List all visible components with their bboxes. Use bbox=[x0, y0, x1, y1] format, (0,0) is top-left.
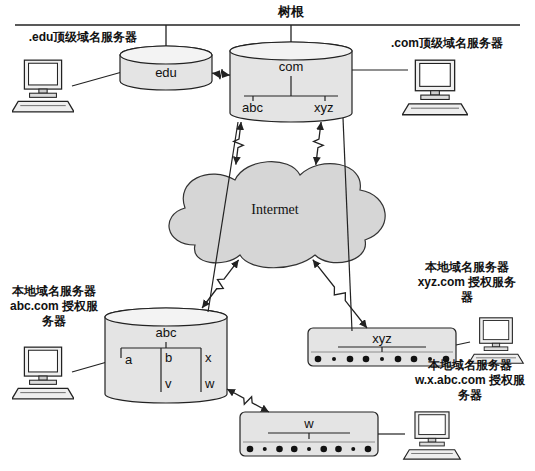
indicator-dot bbox=[347, 356, 354, 363]
host-link bbox=[456, 342, 470, 345]
node-label: edu bbox=[120, 65, 212, 81]
node-label: com bbox=[230, 59, 352, 75]
cylinder-body bbox=[105, 308, 227, 403]
tree-branch bbox=[165, 342, 166, 348]
host-link bbox=[378, 433, 405, 434]
zigzag-arrow bbox=[212, 69, 230, 79]
indicator-dot bbox=[335, 446, 342, 453]
tree-branch bbox=[120, 348, 121, 358]
host-link bbox=[72, 362, 107, 372]
node-label: b bbox=[165, 350, 172, 366]
node-label: v bbox=[165, 376, 172, 392]
server-edge bbox=[243, 442, 375, 443]
cylinder-top bbox=[120, 46, 212, 64]
indicator-dot bbox=[291, 446, 298, 453]
node-label: w bbox=[205, 376, 214, 392]
indicator-dot bbox=[247, 446, 254, 453]
zigzag-arrow bbox=[314, 122, 324, 165]
cylinder-body bbox=[120, 46, 212, 90]
server-body bbox=[240, 412, 378, 456]
node-label: abc bbox=[105, 325, 227, 341]
indicator-dot bbox=[411, 356, 418, 363]
computer-icon bbox=[469, 318, 524, 363]
zigzag-arrow bbox=[313, 260, 367, 328]
server-cylinder: edu bbox=[120, 46, 212, 90]
indicator-dot bbox=[380, 357, 384, 361]
node-label: xyz bbox=[308, 331, 456, 347]
indicator-dot bbox=[307, 447, 311, 451]
node-label: w bbox=[240, 416, 378, 432]
server-cylinder: abc a bv xw bbox=[105, 308, 227, 403]
host-link bbox=[352, 69, 408, 70]
node-label: a bbox=[125, 352, 132, 368]
cylinder-top bbox=[105, 308, 227, 326]
computer-icon bbox=[12, 60, 74, 112]
tree-branch bbox=[160, 348, 161, 392]
node-label: xyz bbox=[314, 100, 334, 116]
indicator-dot bbox=[315, 356, 322, 363]
zigzag-arrow bbox=[227, 389, 269, 412]
link-line bbox=[208, 122, 238, 312]
tree-branch bbox=[200, 348, 201, 392]
indicator-dot bbox=[363, 356, 370, 363]
computer-icon bbox=[404, 412, 461, 459]
computer-icon bbox=[402, 60, 467, 115]
indicator-dot bbox=[276, 446, 283, 453]
zigzag-arrow bbox=[234, 122, 244, 165]
computer-icon bbox=[12, 347, 74, 399]
tree-branch bbox=[308, 433, 309, 439]
server-cylinder: com abc xyz bbox=[230, 42, 352, 122]
indicator-dot bbox=[332, 357, 336, 361]
node-label: x bbox=[205, 350, 212, 366]
tree-branch bbox=[244, 95, 338, 96]
cylinder-top bbox=[230, 42, 352, 60]
zigzag-arrow bbox=[202, 260, 239, 308]
indicator-dot bbox=[351, 447, 355, 451]
server-caption: 本地域名服务器 w.x.abc.com 授权服务器 bbox=[410, 358, 530, 403]
host-link bbox=[72, 72, 122, 86]
server-caption: .com顶级域名服务器 bbox=[372, 36, 522, 51]
cylinder-body bbox=[230, 42, 352, 122]
indicator-dot bbox=[320, 446, 327, 453]
node-label: Intermet bbox=[155, 202, 395, 219]
link-line bbox=[343, 118, 352, 331]
root-line bbox=[15, 24, 520, 25]
tree-branch bbox=[381, 347, 382, 352]
server-box: w bbox=[240, 412, 378, 456]
tree-branch bbox=[290, 25, 291, 44]
indicator-dot bbox=[263, 447, 267, 451]
root-label: 树根 bbox=[266, 4, 316, 19]
indicator-dot bbox=[395, 356, 402, 363]
tree-branch bbox=[165, 25, 166, 48]
tree-branch bbox=[290, 76, 291, 96]
node-label: abc bbox=[242, 100, 263, 116]
server-caption: 本地域名服务器 xyz.com 授权服务器 bbox=[412, 260, 522, 305]
internet-cloud: Intermet bbox=[155, 150, 395, 274]
server-caption: .edu顶级域名服务器 bbox=[18, 30, 148, 45]
server-caption: 本地域名服务器 abc.com 授权服务器 bbox=[4, 284, 104, 329]
indicator-dot bbox=[365, 446, 372, 453]
